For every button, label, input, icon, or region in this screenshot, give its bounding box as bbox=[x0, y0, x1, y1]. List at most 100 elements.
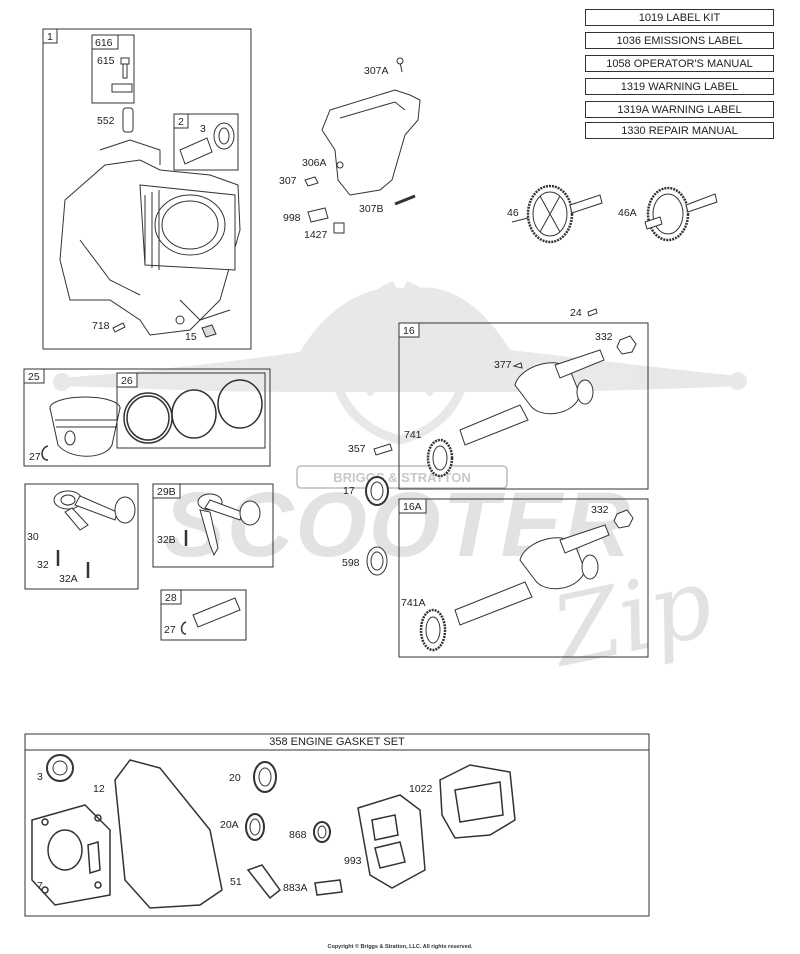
box-25-tag bbox=[23, 368, 45, 384]
box-25 bbox=[23, 368, 271, 467]
callout-32: 32 bbox=[37, 559, 49, 571]
part-nut-332 bbox=[616, 335, 637, 355]
part-gasket-51 bbox=[246, 864, 282, 900]
callout-307: 307 bbox=[279, 175, 297, 187]
part-crankcase-gasket-12 bbox=[114, 759, 223, 909]
kit-warning-label-a: 1319A WARNING LABEL bbox=[585, 101, 774, 118]
kit-operators-manual: 1058 OPERATOR'S MANUAL bbox=[585, 55, 774, 72]
callout-gasket-20a: 20A bbox=[220, 819, 239, 831]
part-dowel-552 bbox=[122, 107, 134, 133]
part-seal-20a bbox=[245, 813, 265, 841]
callout-15: 15 bbox=[185, 331, 197, 343]
box-1-tag bbox=[42, 28, 58, 44]
box-28 bbox=[160, 589, 247, 641]
callout-gasket-12: 12 bbox=[93, 783, 105, 795]
box-25-label: 25 bbox=[28, 371, 40, 383]
watermark-banner bbox=[296, 465, 508, 489]
part-pin-357 bbox=[373, 443, 393, 456]
box-28-label: 28 bbox=[165, 592, 177, 604]
box-2-label: 2 bbox=[178, 116, 184, 128]
part-pin-718 bbox=[112, 322, 126, 333]
box-16 bbox=[398, 322, 649, 490]
part-seal-20 bbox=[253, 761, 277, 793]
part-screw-307 bbox=[304, 176, 319, 187]
gasket-set-title: 358 ENGINE GASKET SET bbox=[269, 736, 405, 748]
callout-332-b: 332 bbox=[591, 504, 609, 516]
box-16a bbox=[398, 498, 649, 658]
callout-30: 30 bbox=[27, 531, 39, 543]
part-gasket-883a bbox=[314, 879, 343, 896]
callout-gasket-20: 20 bbox=[229, 772, 241, 784]
part-washer-598 bbox=[366, 546, 388, 576]
box-16-tag bbox=[398, 322, 420, 338]
part-screw-307b bbox=[394, 194, 416, 206]
part-seal-sleeve bbox=[179, 122, 235, 165]
part-cylinder-shield bbox=[321, 89, 421, 196]
part-piston-rings bbox=[123, 379, 263, 444]
part-gear-741a bbox=[419, 608, 447, 652]
callout-gasket-993: 993 bbox=[344, 855, 362, 867]
callout-357: 357 bbox=[348, 443, 366, 455]
box-1-label: 1 bbox=[47, 31, 53, 43]
part-connecting-rod bbox=[53, 490, 136, 531]
callout-307b: 307B bbox=[359, 203, 384, 215]
box-16a-tag bbox=[398, 498, 427, 514]
part-key-24 bbox=[587, 308, 598, 317]
callout-gasket-7: 7 bbox=[37, 880, 43, 892]
callout-17: 17 bbox=[343, 485, 355, 497]
callout-gasket-883a: 883A bbox=[283, 882, 308, 894]
part-crankshaft-16 bbox=[459, 349, 605, 446]
callout-615: 615 bbox=[97, 55, 115, 67]
callout-gasket-868: 868 bbox=[289, 829, 307, 841]
box-616-label: 616 bbox=[95, 37, 113, 49]
part-piston bbox=[49, 396, 121, 457]
callout-718: 718 bbox=[92, 320, 110, 332]
callout-46: 46 bbox=[507, 207, 519, 219]
part-gasket-1022 bbox=[439, 764, 516, 839]
kit-repair-manual: 1330 REPAIR MANUAL bbox=[585, 122, 774, 139]
part-camshaft-46 bbox=[511, 184, 603, 244]
box-2-tag bbox=[173, 113, 189, 129]
callout-3: 3 bbox=[200, 123, 206, 135]
callout-741: 741 bbox=[404, 429, 422, 441]
box-1 bbox=[42, 28, 252, 350]
part-connecting-rod-29b bbox=[197, 493, 261, 557]
part-screw-307a-head bbox=[396, 57, 404, 65]
box-connecting-rod bbox=[24, 483, 139, 590]
box-29b bbox=[152, 483, 274, 568]
callout-332: 332 bbox=[595, 331, 613, 343]
callout-1427: 1427 bbox=[304, 229, 328, 241]
part-seal-868 bbox=[313, 821, 331, 843]
part-plug-15 bbox=[201, 324, 217, 338]
box-616-tag bbox=[91, 34, 119, 50]
box-26-tag bbox=[116, 372, 138, 388]
box-16a-label: 16A bbox=[403, 501, 422, 513]
part-piston-pin-28 bbox=[192, 597, 241, 628]
copyright: Copyright © Briggs & Stratton, LLC. All … bbox=[327, 944, 473, 950]
part-retainer-27 bbox=[41, 445, 49, 461]
part-nut-332-b bbox=[613, 509, 634, 529]
part-gear-741 bbox=[426, 438, 454, 478]
part-bearing-17 bbox=[365, 476, 389, 506]
box-16-label: 16 bbox=[403, 325, 415, 337]
part-crankshaft-16a bbox=[454, 524, 610, 626]
callout-24: 24 bbox=[570, 307, 582, 319]
callout-307a: 307A bbox=[364, 65, 389, 77]
part-key-377 bbox=[512, 362, 523, 369]
part-camshaft-46a bbox=[644, 186, 718, 242]
part-gasket-993 bbox=[357, 794, 426, 889]
kit-warning-label: 1319 WARNING LABEL bbox=[585, 78, 774, 95]
part-stud-998 bbox=[307, 207, 329, 223]
part-retainer-27-b bbox=[180, 621, 187, 635]
callout-46a: 46A bbox=[618, 207, 637, 219]
callout-gasket-1022: 1022 bbox=[409, 783, 433, 795]
callout-552: 552 bbox=[97, 115, 115, 127]
box-29b-label: 29B bbox=[157, 486, 176, 498]
part-head-gasket-7 bbox=[31, 804, 111, 906]
callout-32b: 32B bbox=[157, 534, 176, 546]
box-26-label: 26 bbox=[121, 375, 133, 387]
box-gasket-set bbox=[24, 733, 650, 917]
callout-27: 27 bbox=[29, 451, 41, 463]
callout-27-b: 27 bbox=[164, 624, 176, 636]
callout-377: 377 bbox=[494, 359, 512, 371]
